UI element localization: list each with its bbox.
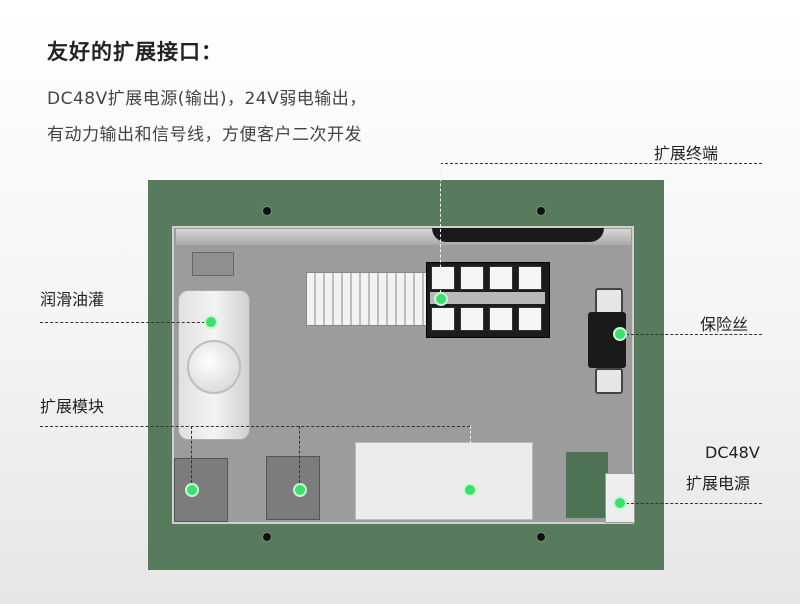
screw (262, 206, 272, 216)
oil-marker-dot (206, 317, 216, 327)
cable-opening (432, 228, 604, 242)
terminal-cell (518, 266, 542, 290)
label-power-source: 扩展电源 (686, 474, 751, 493)
module-leader-line (191, 426, 192, 488)
screw (536, 206, 546, 216)
fuse-clip-bottom (595, 368, 623, 394)
label-fuse: 保险丝 (700, 315, 749, 334)
oil-tank-bracket (192, 252, 234, 276)
label-expansion-terminal: 扩展终端 (654, 144, 719, 163)
expansion-module (266, 456, 320, 520)
screw (262, 532, 272, 542)
module-leader-line (470, 426, 471, 488)
terminal-strip (306, 272, 430, 326)
power-connector-plug (605, 473, 635, 523)
terminal-cell (489, 307, 513, 331)
terminal-cell (460, 266, 484, 290)
label-expansion-module: 扩展模块 (40, 397, 105, 416)
label-power-voltage: DC48V (705, 443, 760, 462)
fuse-holder (588, 312, 626, 368)
power-marker-dot (615, 498, 625, 508)
module-marker-dot (295, 485, 305, 495)
module-leader-line (299, 426, 300, 488)
module-marker-dot (465, 485, 475, 495)
terminal-cell (489, 266, 513, 290)
terminal-leader-line (440, 163, 762, 164)
expansion-module (174, 458, 228, 522)
fuse-leader-line (621, 334, 762, 335)
terminal-cell (431, 307, 455, 331)
power-connector-block (566, 452, 608, 518)
expansion-module-large (355, 442, 533, 520)
power-leader-line (621, 503, 762, 504)
description-line-2: 有动力输出和信号线，方便客户二次开发 (47, 125, 362, 145)
terminal-cell (460, 307, 484, 331)
terminal-leader-line (440, 163, 441, 293)
terminal-cell (431, 266, 455, 290)
module-marker-dot (187, 485, 197, 495)
fuse-marker-dot (615, 329, 625, 339)
label-oil-tank: 润滑油灌 (40, 290, 105, 309)
oil-tank-cap (187, 340, 241, 394)
terminal-busbar (430, 292, 545, 304)
terminal-marker-dot (436, 294, 446, 304)
oil-leader-line (40, 322, 210, 323)
page-title: 友好的扩展接口： (47, 40, 223, 64)
terminal-cell (518, 307, 542, 331)
fuse-clip-top (595, 288, 623, 314)
description-line-1: DC48V扩展电源(输出)，24V弱电输出， (47, 89, 367, 109)
screw (536, 532, 546, 542)
module-leader-line (40, 426, 470, 427)
